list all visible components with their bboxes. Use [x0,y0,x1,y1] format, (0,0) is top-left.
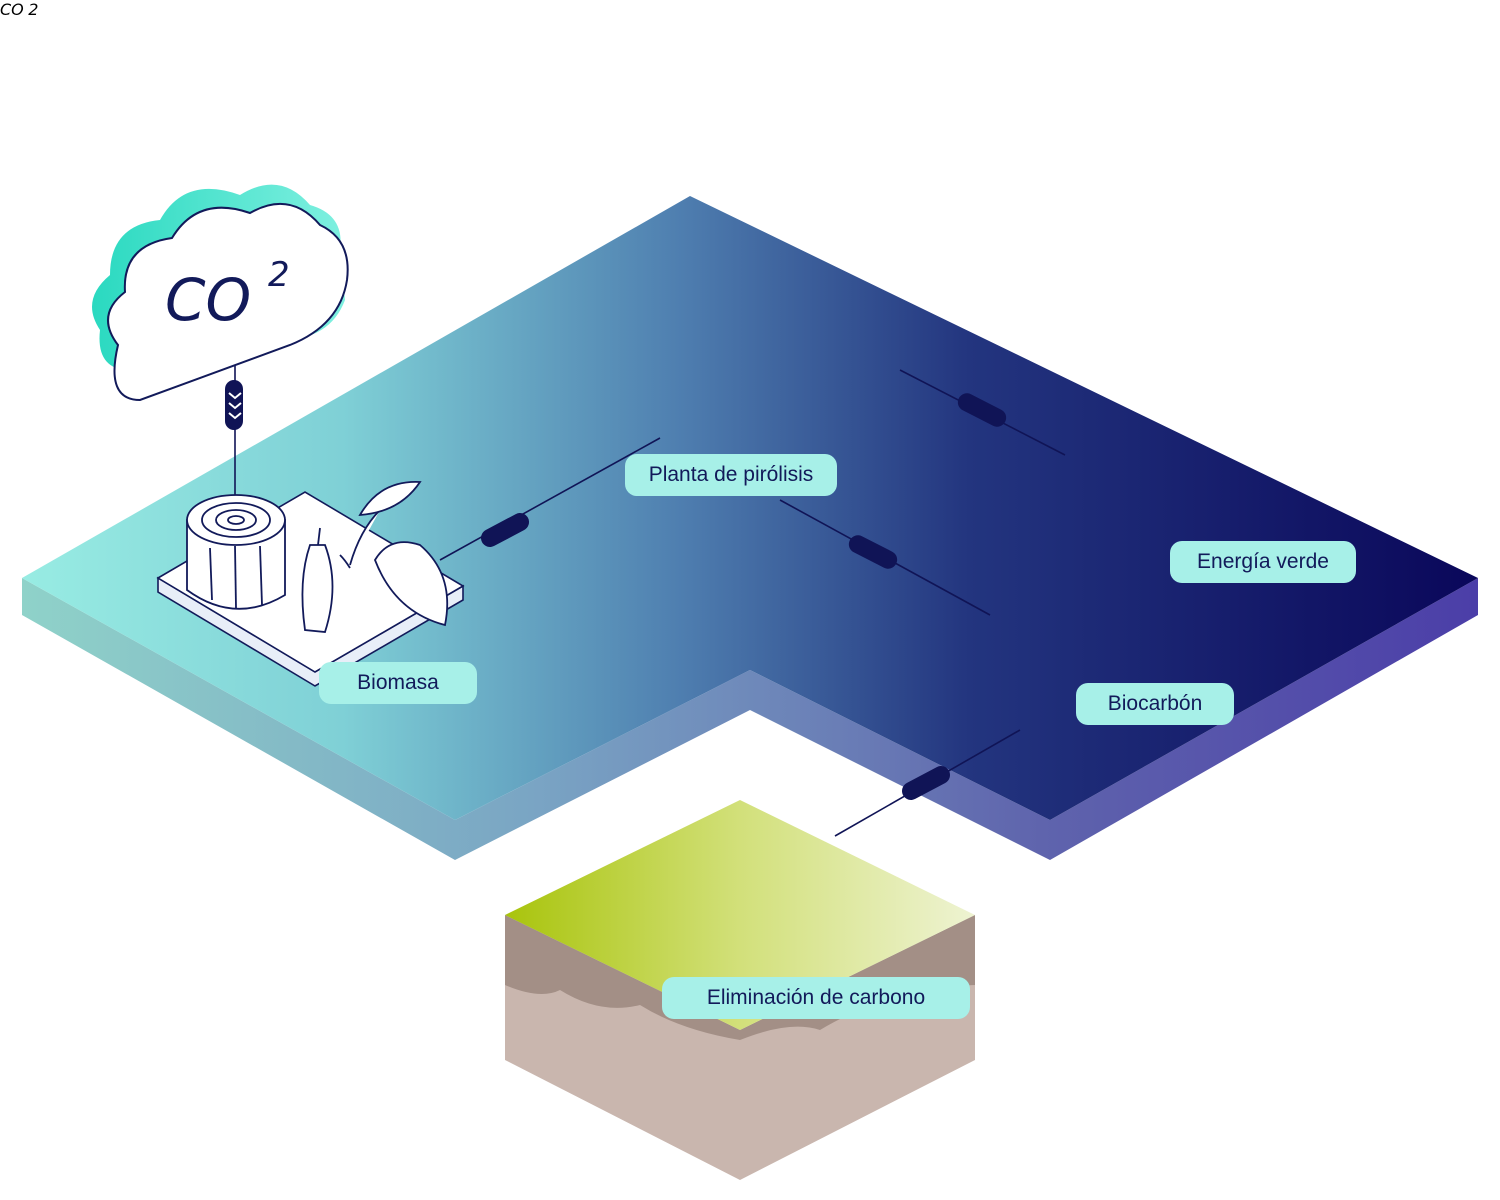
arrow-badge-removal [901,766,951,800]
label-green-energy: Energía verde [1170,541,1356,583]
lock-co2-subscript: 2 [28,0,39,19]
lock-co2-label: CO [0,0,24,19]
cloud-co2-subscript: 2 [268,255,290,295]
cloud-co2-label: CO [165,266,251,334]
label-biomass: Biomasa [319,662,477,704]
flow-arrows [225,380,1007,800]
label-biochar: Biocarbón [1076,683,1234,725]
arrow-badge-cloud [225,380,243,430]
removal-label-text: Eliminación de carbono [706,986,926,1009]
energy-label-text: Energía verde [1197,550,1329,573]
biomass-label-text: Biomasa [357,671,439,694]
biomass-stump-leaf-icon [186,481,449,633]
flow-chevrons [228,392,242,420]
pyrolysis-label-text: Planta de pirólisis [648,463,814,486]
arrow-badge-biomass [480,513,530,547]
co2-cloud-icon: CO 2 [92,184,349,402]
label-carbon-removal: Eliminación de carbono [662,977,970,1019]
label-pyrolysis-plant: Planta de pirólisis [625,454,837,496]
arrow-badge-biochar [848,535,898,569]
biochar-label-text: Biocarbón [1107,692,1203,715]
arrow-badge-energy [957,393,1007,427]
